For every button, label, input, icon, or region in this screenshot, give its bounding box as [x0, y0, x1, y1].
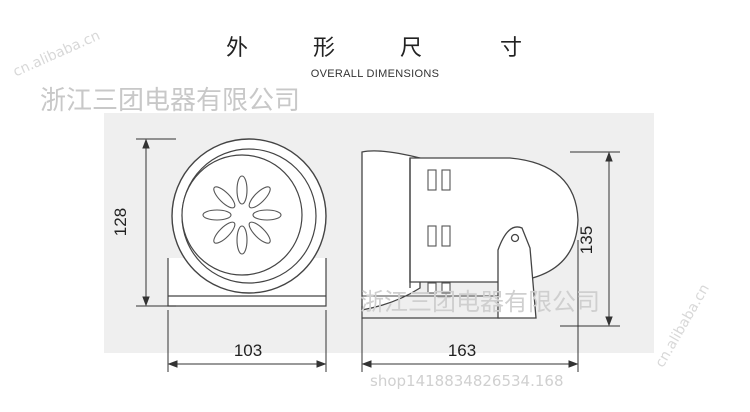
side-length-label: 163	[448, 341, 476, 360]
title-char-2: 形	[313, 36, 336, 61]
side-length-dimension	[361, 240, 579, 372]
front-width-dimension	[167, 310, 327, 372]
title-char-3: 尺	[400, 36, 423, 61]
mounting-bracket	[497, 226, 537, 319]
front-width-label: 103	[234, 341, 262, 360]
front-height-dimension	[136, 138, 176, 307]
title-chinese: 外 形 尺 寸	[0, 30, 750, 61]
front-view	[167, 138, 327, 307]
side-height-dimension	[560, 151, 620, 327]
fan-grill-icon	[202, 175, 282, 255]
front-height-label: 128	[111, 208, 130, 236]
vent-slots	[427, 169, 451, 294]
watermark-company-2: 浙江三团电器有限公司	[360, 288, 600, 316]
watermark-shop-url: shop1418834826534.168	[370, 372, 564, 390]
watermark-company: 浙江三团电器有限公司	[40, 86, 301, 116]
title-char-4: 寸	[500, 36, 523, 61]
side-view	[361, 150, 579, 319]
title-english: OVERALL DIMENSIONS	[310, 68, 440, 80]
title-char-1: 外	[226, 36, 249, 61]
side-height-label: 135	[577, 226, 596, 254]
